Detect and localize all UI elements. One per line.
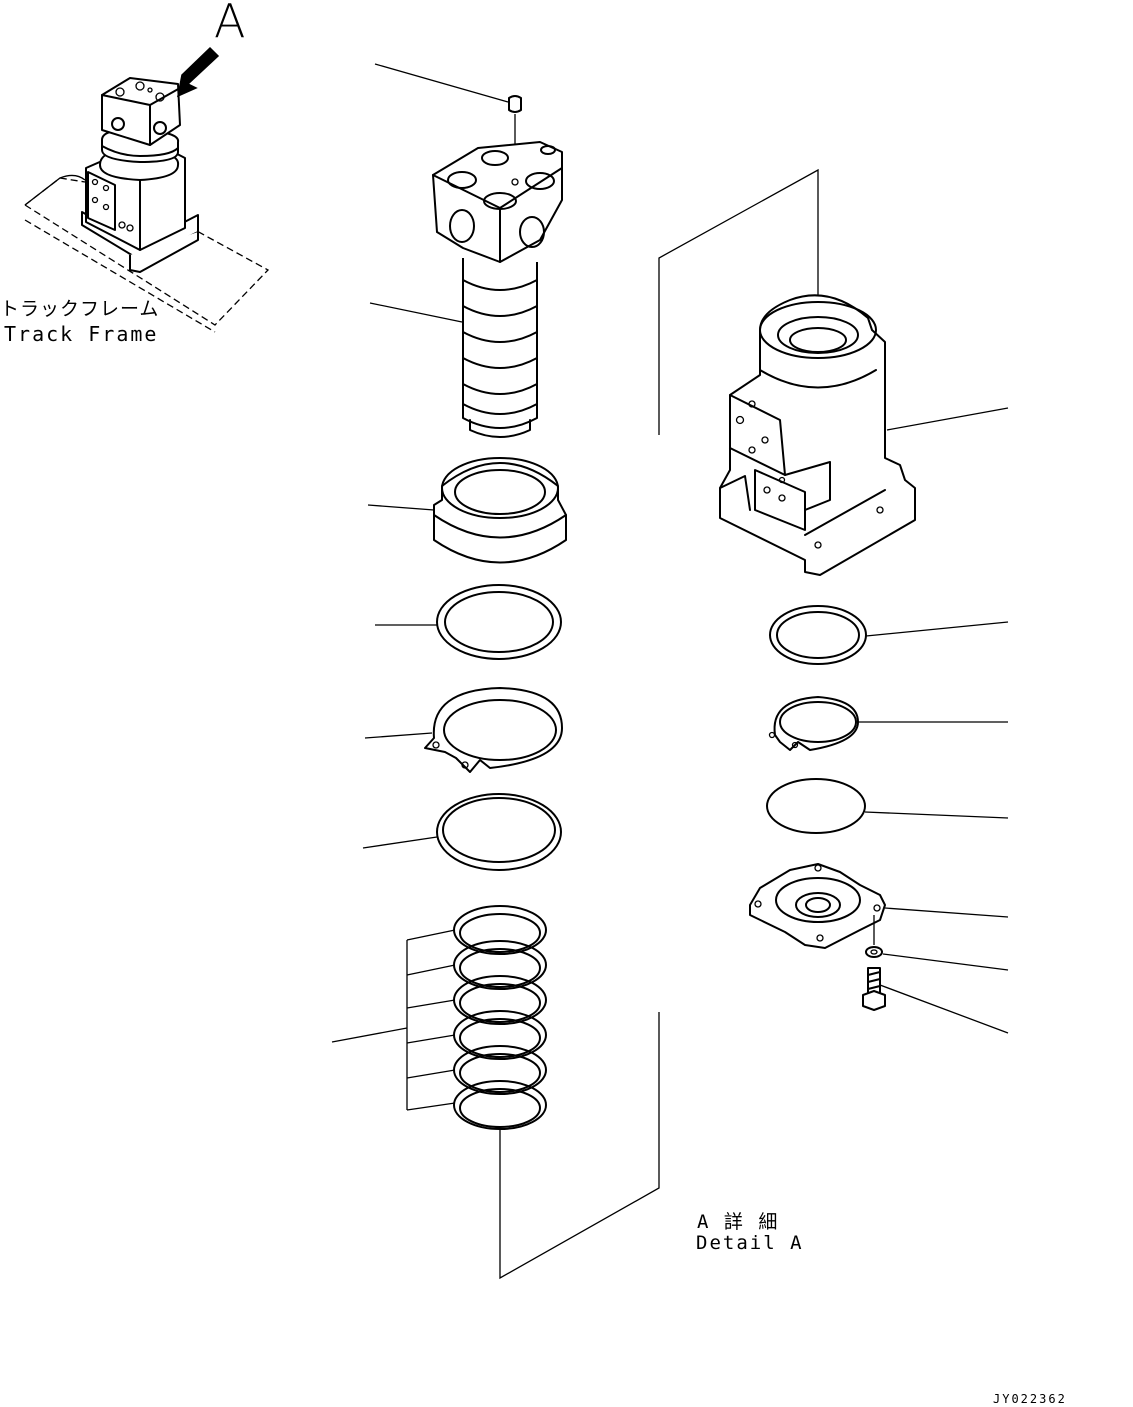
part-ring-stack: [331, 905, 547, 1130]
part-plug: [374, 63, 522, 178]
part-o-ring: [362, 793, 562, 871]
part-end-cover: [749, 863, 1009, 949]
view-letter-a: A: [214, 0, 246, 48]
part-bolt: [862, 967, 1009, 1034]
drawing-code: JY022362: [993, 1392, 1067, 1406]
part-seal-ring: [375, 584, 562, 660]
track-frame-label-en: Track Frame: [4, 322, 159, 346]
view-arrow-icon: [176, 46, 220, 98]
part-cover: [367, 457, 567, 564]
part-snap-ring-right: [768, 696, 1008, 751]
assembly-lines: [499, 168, 819, 1280]
part-swivel-body: [719, 294, 1009, 576]
part-rotor-shaft: [369, 141, 563, 438]
detail-title-jp: A 詳 細: [697, 1211, 780, 1233]
detail-title-en: Detail A: [696, 1232, 804, 1254]
part-o-ring-right: [766, 778, 1009, 834]
track-frame-label-jp: トラックフレーム: [0, 298, 160, 320]
part-snap-ring: [364, 687, 563, 773]
part-ring-right: [769, 605, 1009, 665]
overview-swivel-joint-illustration: [24, 46, 270, 333]
part-washer: [865, 915, 1009, 971]
